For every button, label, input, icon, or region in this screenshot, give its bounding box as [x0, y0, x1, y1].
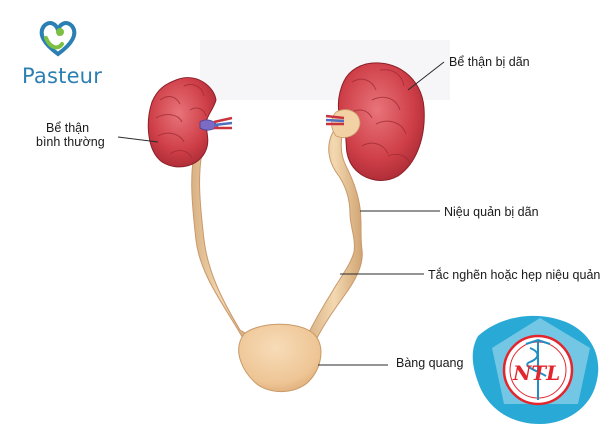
label-dilated-pelvis: Bể thận bị dãn: [449, 55, 530, 69]
label-dilated-ureter: Niệu quản bị dãn: [444, 205, 539, 219]
heart-person-icon: [39, 21, 77, 57]
caduceus-icon: [525, 338, 551, 400]
ntl-watermark: [472, 315, 599, 424]
normal-ureter: [191, 137, 251, 341]
leader-normal-pelvis: [117, 136, 159, 143]
dilated-kidney: [325, 62, 425, 181]
leader-lines: [117, 61, 445, 366]
label-normal-pelvis-line1: Bể thận: [46, 121, 90, 135]
ntl-watermark-text: NTL: [513, 361, 561, 385]
pasteur-logo-text: Pasteur: [22, 64, 103, 88]
label-obstruction: Tắc nghẽn hoặc hẹp niệu quản: [428, 268, 600, 282]
leader-dilated-pelvis: [407, 61, 445, 91]
label-normal-pelvis-line2: bình thường: [36, 135, 105, 149]
bladder: [238, 323, 322, 393]
label-bladder: Bàng quang: [396, 356, 464, 370]
normal-kidney: [147, 77, 233, 168]
